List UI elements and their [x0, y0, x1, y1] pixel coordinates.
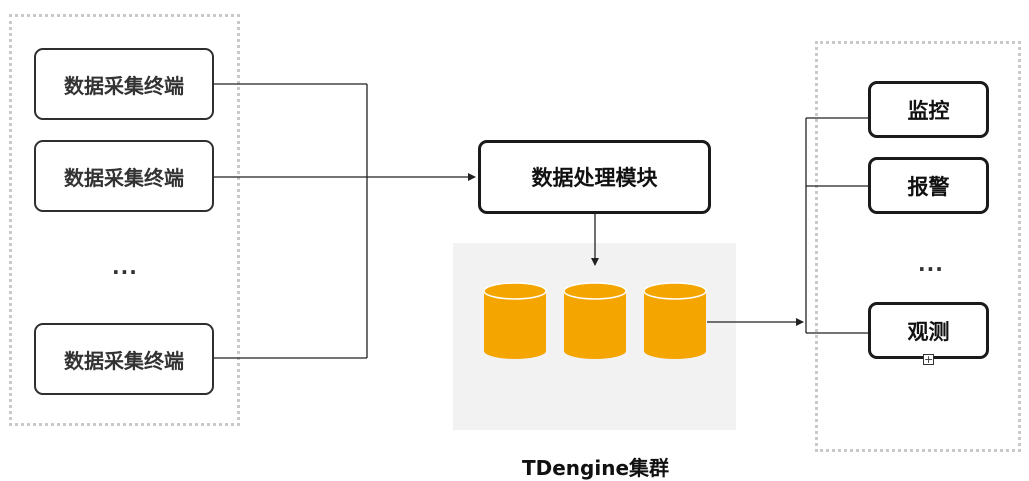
cluster-label: TDengine集群	[522, 456, 670, 480]
terminal-box-3[interactable]: 数据采集终端	[34, 323, 214, 395]
terminal-box-1[interactable]: 数据采集终端	[34, 48, 214, 120]
database-cylinders	[483, 282, 707, 359]
consumer-box-alert[interactable]: 报警	[868, 157, 989, 214]
database-icon	[643, 282, 707, 359]
consumer-box-monitor[interactable]: 监控	[868, 81, 989, 138]
database-icon	[483, 282, 547, 359]
expand-icon[interactable]: +	[923, 353, 934, 366]
data-sources-group	[9, 14, 240, 426]
consumers-ellipsis: ...	[918, 252, 944, 276]
consumers-group	[815, 41, 1021, 452]
database-icon	[563, 282, 627, 359]
sources-ellipsis: ...	[112, 255, 138, 279]
terminal-box-2[interactable]: 数据采集终端	[34, 140, 214, 212]
processing-module-box[interactable]: 数据处理模块	[478, 140, 711, 214]
